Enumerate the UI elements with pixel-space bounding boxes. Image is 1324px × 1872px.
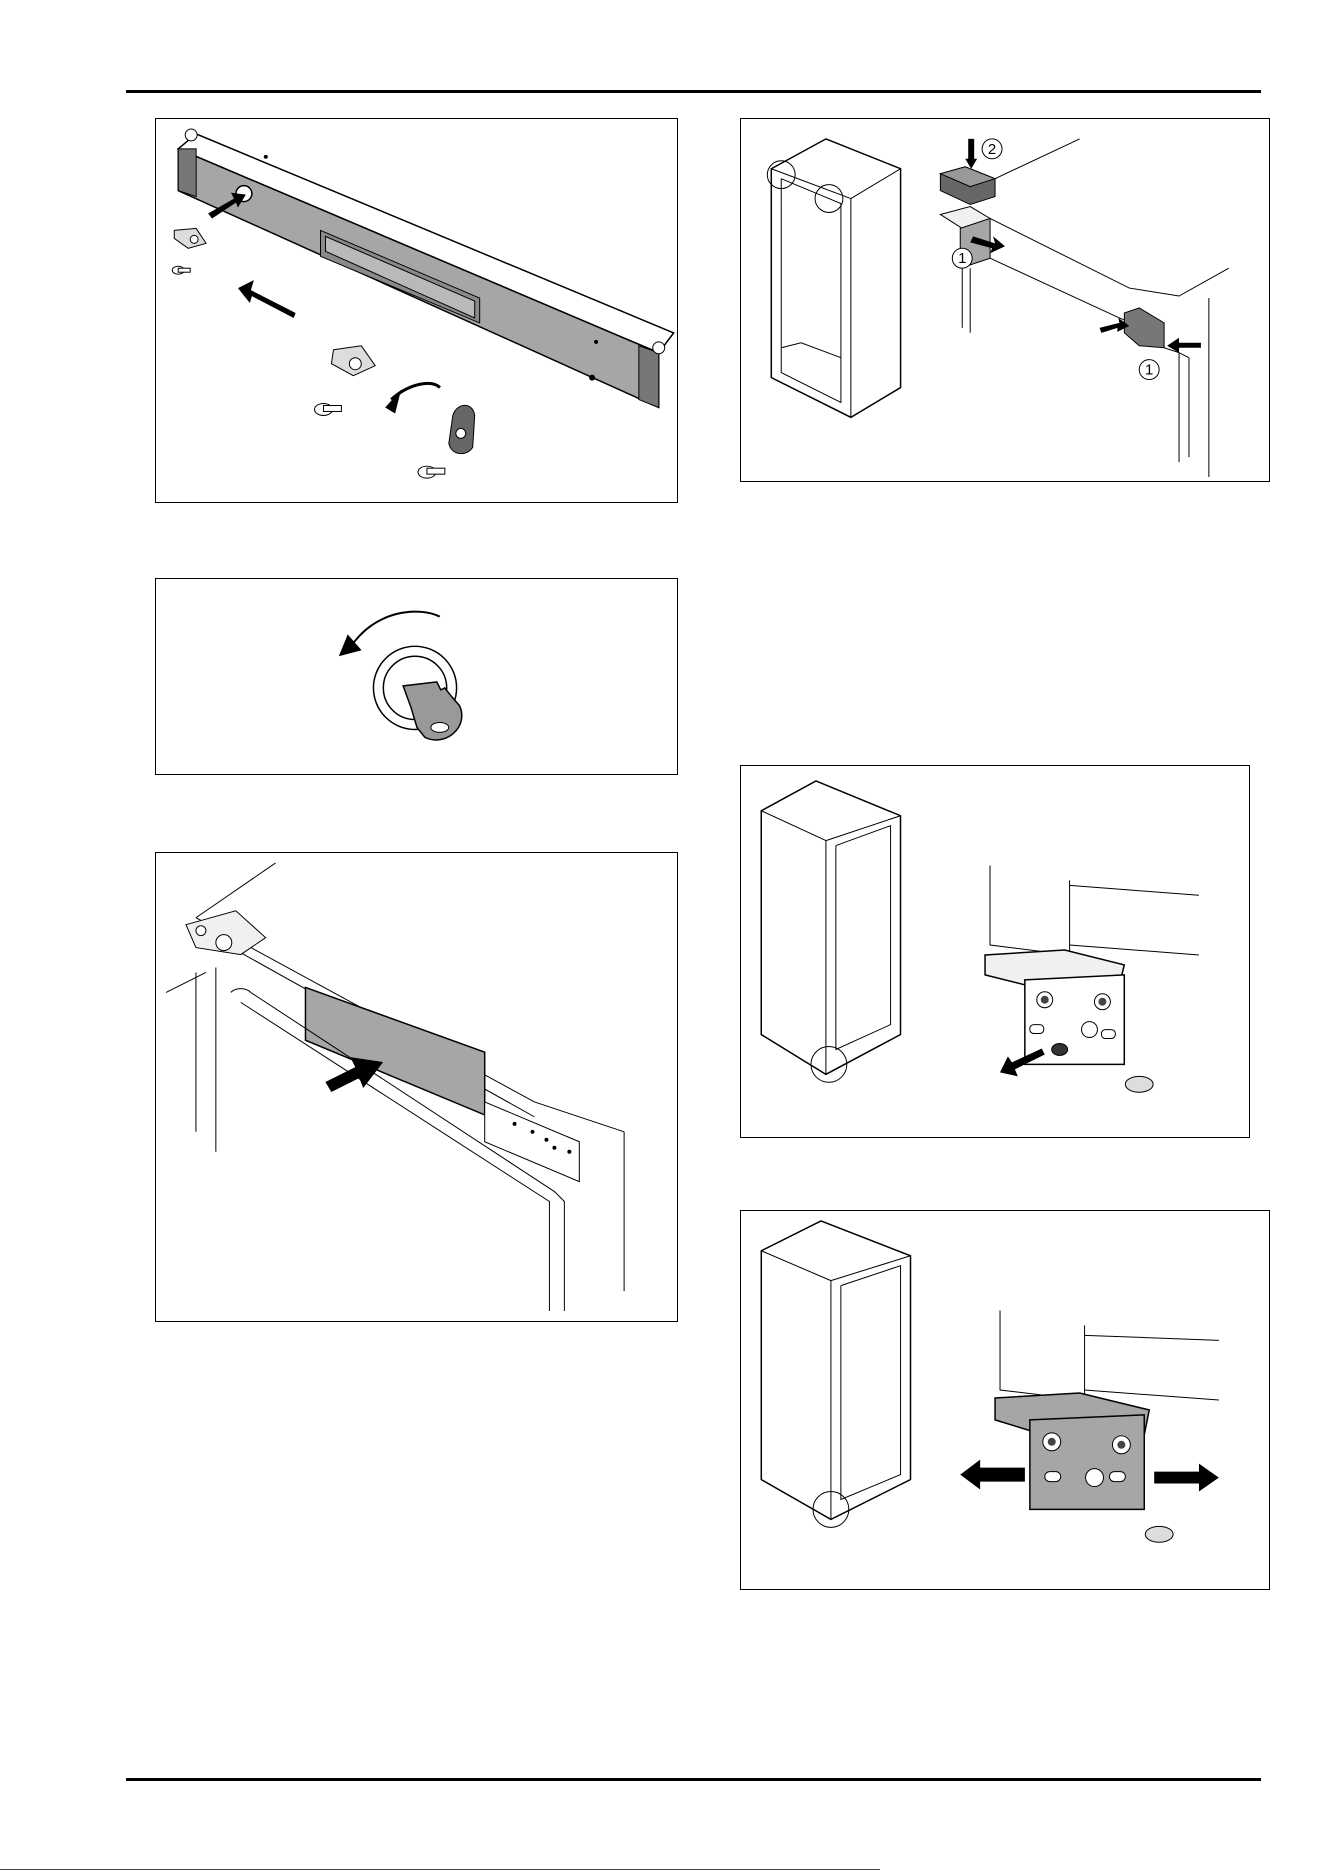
key-turn-illustration [156, 579, 677, 774]
figure-bottom-hinge-adjust [740, 1210, 1270, 1590]
callout-1b: 1 [1145, 363, 1153, 379]
header-rule [126, 90, 1261, 93]
top-bracket-illustration: 2 1 1 [741, 119, 1269, 481]
figure-panel-lock-removal [155, 118, 678, 503]
footer-rule [126, 1778, 1261, 1781]
figure-bottom-hinge-screw [740, 765, 1250, 1138]
figure-key-turn [155, 578, 678, 775]
cover-strip-illustration [156, 853, 677, 1321]
panel-lock-removal-illustration [156, 119, 677, 502]
footer-thin-rule [0, 1869, 880, 1870]
bottom-hinge-adjust-illustration [741, 1211, 1269, 1589]
bottom-hinge-screw-illustration [741, 766, 1249, 1137]
callout-2: 2 [988, 142, 996, 158]
figure-top-bracket: 2 1 1 [740, 118, 1270, 482]
figure-cover-strip [155, 852, 678, 1322]
callout-1a: 1 [958, 251, 966, 267]
